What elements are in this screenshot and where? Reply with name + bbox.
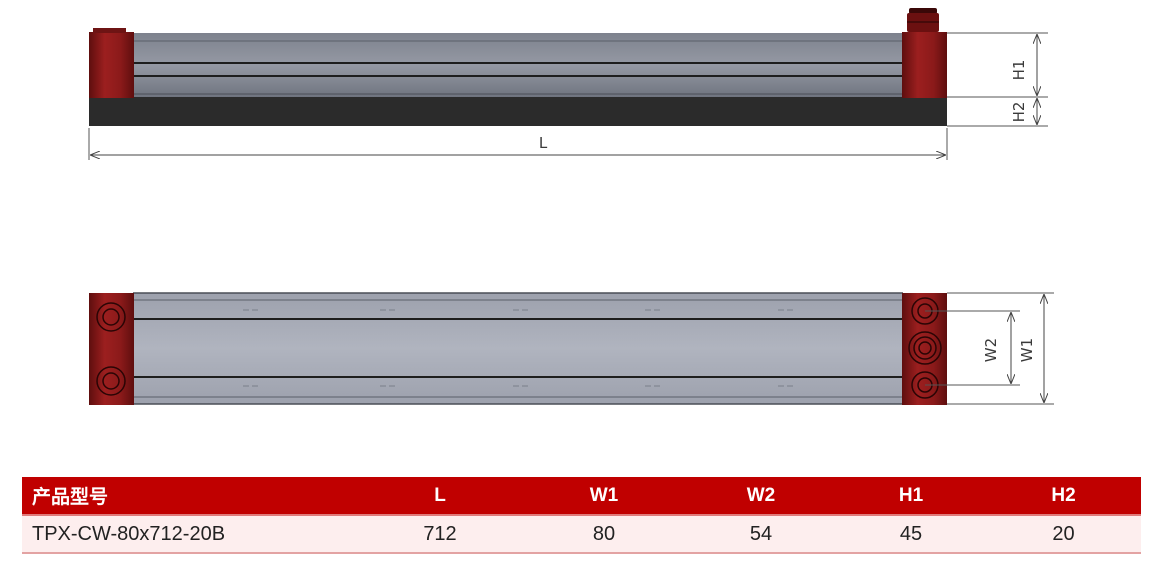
cell-h1: 45 (836, 515, 986, 554)
cell-model: TPX-CW-80x712-20B (22, 515, 358, 554)
left-end-cap (89, 32, 134, 98)
dim-label-l: L (539, 134, 548, 152)
dimension-heights: H1 H2 (947, 32, 1048, 127)
cell-l: 712 (358, 515, 522, 554)
dimension-widths: W2 W1 (925, 292, 1054, 405)
spec-table: 产品型号 L W1 W2 H1 H2 TPX-CW-80x712-20B 712… (22, 477, 1141, 554)
header-h1: H1 (836, 477, 986, 516)
cell-w1: 80 (522, 515, 686, 554)
base-plate (89, 97, 947, 126)
table-row: TPX-CW-80x712-20B 712 80 54 45 20 (22, 515, 1141, 554)
rail-body (133, 33, 903, 97)
cell-h2: 20 (986, 515, 1141, 554)
header-w1: W1 (522, 477, 686, 516)
cell-w2: 54 (686, 515, 836, 554)
right-end-cap (902, 32, 947, 98)
dimension-length: L (88, 128, 948, 160)
dim-label-w2: W2 (982, 338, 1000, 362)
air-fitting-icon (907, 8, 939, 32)
table-header-row: 产品型号 L W1 W2 H1 H2 (22, 477, 1141, 516)
dim-label-h1: H1 (1010, 60, 1028, 81)
port-hole-icon (908, 297, 942, 399)
top-view: W2 W1 (89, 292, 1054, 405)
dim-label-w1: W1 (1018, 338, 1036, 362)
header-model: 产品型号 (22, 477, 358, 516)
top-left-end-cap (89, 293, 134, 405)
technical-drawing: L H1 H2 (88, 8, 1054, 405)
header-l: L (358, 477, 522, 516)
header-w2: W2 (686, 477, 836, 516)
header-h2: H2 (986, 477, 1141, 516)
dim-label-h2: H2 (1010, 102, 1028, 123)
side-view: L H1 H2 (88, 8, 1048, 160)
mounting-hole-icon (96, 302, 126, 396)
